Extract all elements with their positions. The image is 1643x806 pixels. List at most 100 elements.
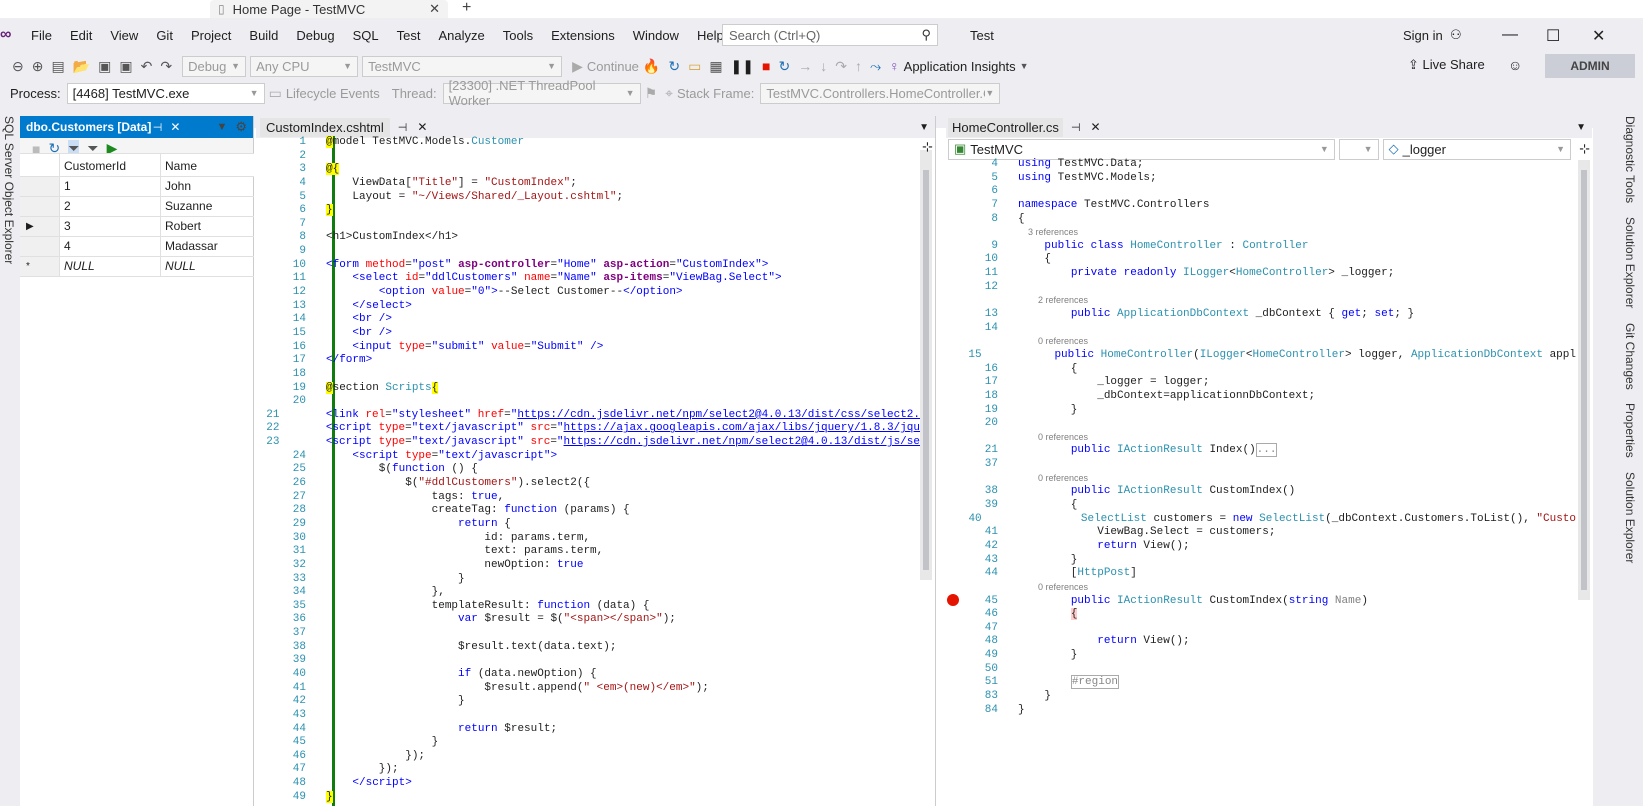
- app-insights-button[interactable]: Application Insights: [903, 58, 1016, 74]
- process-dropdown[interactable]: [4468] TestMVC.exe▼: [66, 82, 265, 104]
- script-icon[interactable]: ▶: [106, 140, 118, 156]
- browser-tab[interactable]: ▯ Home Page - TestMVC ✕: [210, 0, 448, 18]
- close-icon[interactable]: ✕: [429, 1, 440, 16]
- dropdown-icon[interactable]: ▼: [919, 121, 929, 133]
- code-line[interactable]: 2: [258, 150, 920, 164]
- menu-edit[interactable]: Edit: [69, 28, 93, 43]
- column-header[interactable]: CustomerId: [60, 154, 161, 176]
- code-line[interactable]: 12: [948, 281, 1576, 295]
- pause-icon[interactable]: ❚❚: [730, 57, 755, 74]
- code-line[interactable]: 7: [258, 218, 920, 232]
- code-line[interactable]: 6}: [258, 204, 920, 218]
- diagnostics-icon[interactable]: ⤳: [869, 57, 882, 74]
- tool-window-tab[interactable]: Solution Explorer: [1623, 471, 1637, 564]
- customer-id-cell[interactable]: 1: [60, 177, 161, 196]
- code-line[interactable]: 20: [258, 395, 920, 409]
- menu-analyze[interactable]: Analyze: [438, 28, 485, 43]
- step-into-icon[interactable]: ↓: [820, 58, 828, 74]
- member-nav-dropdown[interactable]: ◇_logger▼: [1382, 138, 1572, 160]
- refresh-icon[interactable]: ↻: [48, 140, 61, 156]
- close-window-icon[interactable]: ✕: [1592, 28, 1606, 45]
- split-button[interactable]: ⊹: [922, 139, 933, 154]
- flag-icon[interactable]: ⚑: [644, 84, 658, 101]
- customer-name-cell[interactable]: Madassar: [165, 239, 218, 253]
- code-line[interactable]: 17 _logger = logger;: [948, 376, 1576, 390]
- code-line[interactable]: 45 }: [258, 736, 920, 750]
- code-line[interactable]: 39: [258, 654, 920, 668]
- step-out-icon[interactable]: ↑: [854, 58, 862, 74]
- step-over-icon[interactable]: ↷: [835, 57, 847, 74]
- close-icon[interactable]: ✕: [1090, 120, 1101, 134]
- menu-sql[interactable]: SQL: [352, 28, 379, 43]
- code-line[interactable]: 19 }: [948, 404, 1576, 418]
- code-line[interactable]: 18 _dbContext=applicationnDbContext;: [948, 390, 1576, 404]
- code-line[interactable]: 31 text: params.term,: [258, 545, 920, 559]
- project-nav-dropdown[interactable]: ▣TestMVC▼: [948, 138, 1335, 160]
- customer-id-cell[interactable]: 2: [60, 197, 161, 216]
- filter-icon[interactable]: ⏷: [87, 140, 99, 156]
- code-line[interactable]: 45 public IActionResult CustomIndex(stri…: [948, 595, 1576, 609]
- code-line[interactable]: 25 $(function () {: [258, 463, 920, 477]
- menu-file[interactable]: File: [31, 28, 52, 43]
- code-line[interactable]: 27 tags: true,: [258, 491, 920, 505]
- new-tab-button[interactable]: +: [462, 0, 472, 16]
- code-line[interactable]: 4 ViewData["Title"] = "CustomIndex";: [258, 177, 920, 191]
- save-all-icon[interactable]: ▣: [119, 57, 133, 74]
- table-row[interactable]: 4 Madassar: [20, 237, 254, 257]
- tool-window-tab[interactable]: Diagnostic Tools: [1623, 116, 1637, 204]
- code-line[interactable]: 44 return $result;: [258, 723, 920, 737]
- live-share-button[interactable]: ⇪ Live Share: [1408, 57, 1485, 73]
- code-line[interactable]: 5 Layout = "~/Views/Shared/_Layout.cshtm…: [258, 191, 920, 205]
- code-line[interactable]: 39 {: [948, 499, 1576, 513]
- lifecycle-icon[interactable]: ▭: [268, 84, 282, 101]
- code-line[interactable]: 40 if (data.newOption) {: [258, 668, 920, 682]
- code-line[interactable]: 49}: [258, 790, 920, 805]
- restart-icon[interactable]: ↻: [778, 57, 791, 74]
- tool-window-tab[interactable]: Git Changes: [1623, 322, 1637, 390]
- code-line[interactable]: 21 <link rel="stylesheet" href="https://…: [258, 409, 920, 423]
- code-line[interactable]: 26 $("#ddlCustomers").select2({: [258, 477, 920, 491]
- minimize-icon[interactable]: —: [1502, 26, 1518, 43]
- code-line[interactable]: 19@section Scripts{: [258, 381, 920, 396]
- back-icon[interactable]: ⊖: [12, 57, 24, 74]
- split-button[interactable]: ⊹: [1579, 141, 1590, 156]
- code-line[interactable]: 0 references: [948, 581, 1576, 595]
- code-line[interactable]: 28 createTag: function (params) {: [258, 504, 920, 518]
- customer-id-cell[interactable]: 3: [60, 217, 161, 236]
- code-line[interactable]: 13 </select>: [258, 300, 920, 314]
- scroll-thumb[interactable]: [923, 170, 929, 570]
- code-line[interactable]: 32 newOption: true: [258, 559, 920, 573]
- code-line[interactable]: 9: [258, 245, 920, 259]
- code-line[interactable]: 49 }: [948, 649, 1576, 663]
- code-line[interactable]: 15 <br />: [258, 327, 920, 341]
- dropdown-icon[interactable]: ▼: [216, 121, 228, 133]
- sign-in-link[interactable]: Sign in: [1403, 28, 1443, 43]
- code-line[interactable]: 48 </script>: [258, 777, 920, 791]
- customer-id-cell[interactable]: 4: [60, 237, 161, 256]
- feedback-icon[interactable]: ☺: [1508, 57, 1523, 73]
- code-line[interactable]: 48 return View();: [948, 635, 1576, 649]
- code-line[interactable]: 16 <input type="submit" value="Submit" /…: [258, 341, 920, 355]
- code-line[interactable]: 17</form>: [258, 354, 920, 368]
- menu-git[interactable]: Git: [156, 28, 173, 43]
- code-line[interactable]: 44 [HttpPost]: [948, 567, 1576, 581]
- code-line[interactable]: 83 }: [948, 690, 1576, 704]
- close-icon[interactable]: ✕: [417, 120, 428, 134]
- show-next-statement-icon[interactable]: →: [798, 58, 813, 74]
- code-line[interactable]: 22 <script type="text/javascript" src="h…: [258, 422, 920, 436]
- code-line[interactable]: 42 }: [258, 695, 920, 709]
- code-line[interactable]: 47: [948, 622, 1576, 636]
- code-line[interactable]: 11 <select id="ddlCustomers" name="Name"…: [258, 272, 920, 286]
- stop-icon[interactable]: ■: [32, 140, 41, 157]
- code-line[interactable]: 34 },: [258, 586, 920, 600]
- code-line[interactable]: 0 references: [948, 472, 1576, 486]
- code-line[interactable]: 3 references: [948, 226, 1576, 240]
- startup-project-dropdown[interactable]: TestMVC▼: [362, 55, 563, 77]
- row-selector[interactable]: [20, 237, 60, 256]
- code-line[interactable]: 23 <script type="text/javascript" src="h…: [258, 436, 920, 450]
